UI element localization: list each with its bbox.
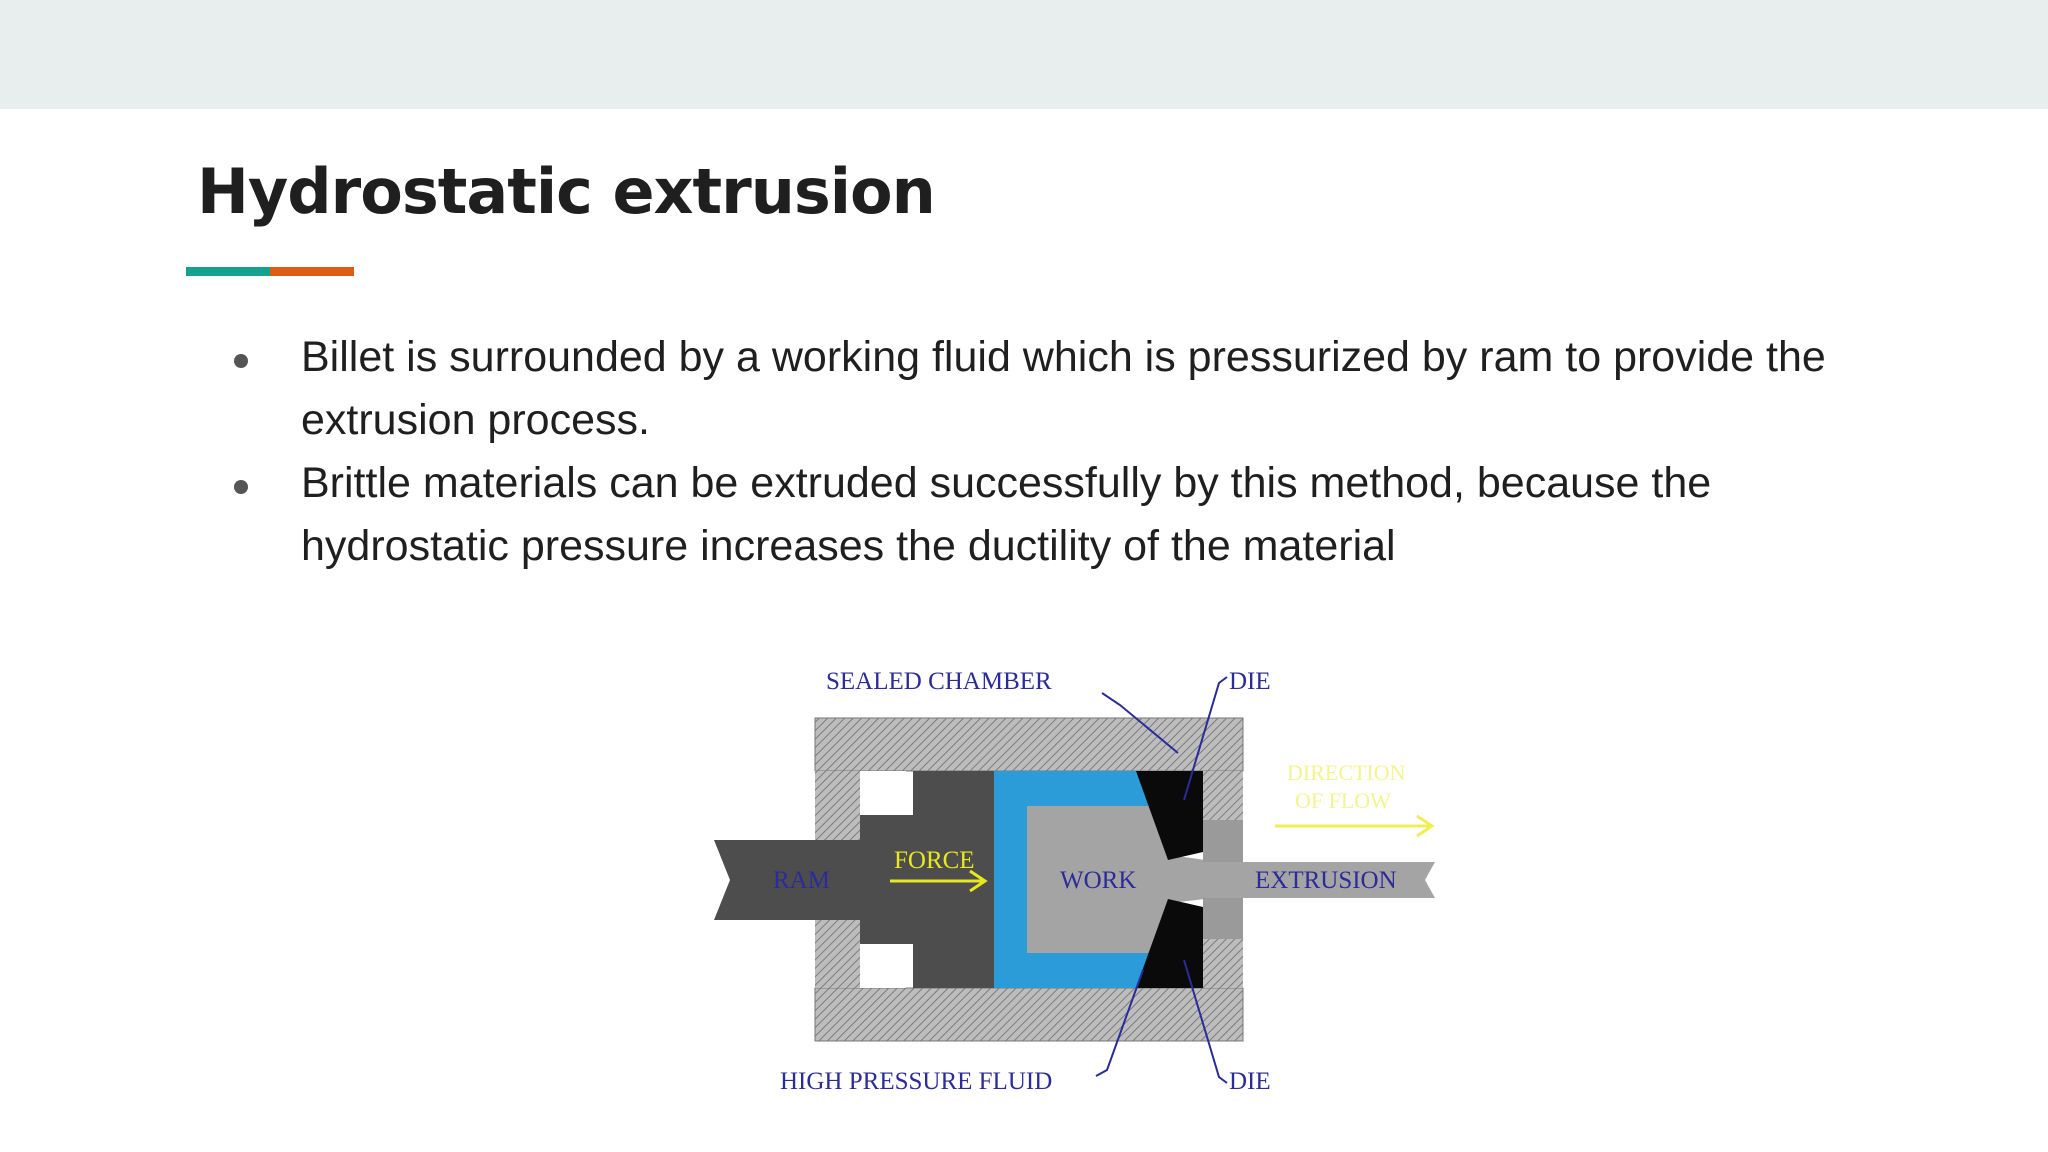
- seal-gap-bottom: [860, 944, 906, 988]
- bullet-dot-icon: [234, 354, 248, 368]
- label-ram: RAM: [773, 867, 830, 894]
- flow-arrowhead-icon: [1416, 814, 1435, 838]
- chamber-bottom-wall: [814, 987, 1244, 1042]
- die-insert-lower: [1203, 897, 1243, 939]
- slide-title: Hydrostatic extrusion: [197, 155, 936, 228]
- fluid-leader: [1095, 969, 1144, 1077]
- label-die-bottom: DIE: [1229, 1068, 1271, 1095]
- bullet-dot-icon: [234, 480, 248, 494]
- title-accent-teal: [186, 267, 270, 276]
- label-force: FORCE: [894, 847, 975, 874]
- sealed-chamber-leader: [1101, 692, 1179, 754]
- die-bottom-leader: [1183, 959, 1228, 1084]
- title-accent-orange: [270, 267, 354, 276]
- die-insert-upper: [1203, 820, 1243, 862]
- force-arrowhead-icon: [969, 869, 988, 893]
- label-high-pressure-fluid: HIGH PRESSURE FLUID: [780, 1068, 1052, 1095]
- work-billet: [1027, 806, 1205, 953]
- label-die-top: DIE: [1229, 668, 1271, 695]
- seal-gap-top: [860, 771, 906, 815]
- bullet-item: Brittle materials can be extruded succes…: [226, 452, 1826, 578]
- label-extrusion: EXTRUSION: [1255, 867, 1397, 894]
- label-sealed-chamber: SEALED CHAMBER: [826, 668, 1052, 695]
- chamber-top-wall: [814, 717, 1244, 772]
- bullet-item: Billet is surrounded by a working fluid …: [226, 326, 1826, 452]
- hydrostatic-extrusion-diagram: SEALED CHAMBER DIE DIRECTION OF FLOW FOR…: [714, 668, 1435, 1095]
- die-top-leader: [1183, 676, 1228, 801]
- label-work: WORK: [1060, 867, 1136, 894]
- extrusion-product: [1205, 862, 1435, 898]
- label-direction-line2: OF FLOW: [1295, 788, 1391, 813]
- header-band: [0, 0, 2048, 109]
- label-direction-line1: DIRECTION: [1287, 760, 1406, 785]
- bullet-list: Billet is surrounded by a working fluid …: [226, 326, 1826, 578]
- bullet-text: Billet is surrounded by a working fluid …: [301, 333, 1826, 444]
- bullet-text: Brittle materials can be extruded succes…: [301, 459, 1712, 570]
- ram: [714, 771, 994, 988]
